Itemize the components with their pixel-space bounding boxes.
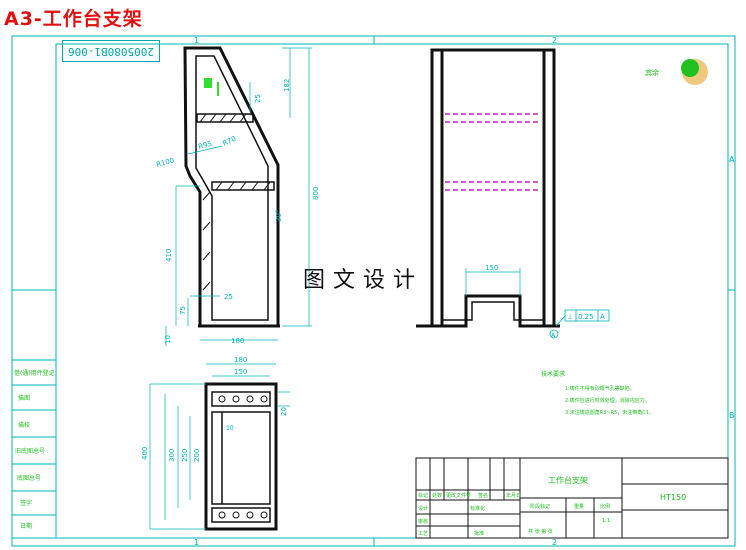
stamp-6: 描校 (18, 421, 30, 429)
dim-25a: 25 (254, 94, 262, 103)
zone-label-col1: 1 (194, 36, 199, 45)
tb-date: 年月日 (506, 492, 521, 499)
zone-label-rowA: A (729, 155, 735, 164)
tb-weight: 重量 (574, 503, 584, 510)
inner-frame (55, 43, 729, 539)
tb-sign: 签名 (478, 492, 488, 499)
tech-item-1: 1.铸件不得有砂眼气孔等缺陷。 (565, 385, 635, 392)
front-view: 182 25 R70 R95 R100 800 30° 410 25 75 10… (155, 46, 320, 346)
dim-410: 410 (165, 249, 173, 262)
dim-180a: 180 (231, 337, 244, 345)
stamp-2: 底图总号 (17, 474, 41, 482)
side-stamp-column: 借(通)用件登记 描图 描校 旧底图总号 底图总号 签字 日期 (11, 359, 57, 539)
dim-r70: R70 (221, 135, 237, 148)
tb-check: 审核 (418, 518, 428, 525)
zone-label-col2-bottom: 2 (552, 538, 557, 547)
tolerance-datum: A (600, 313, 605, 321)
dim-20: 20 (280, 407, 288, 416)
dim-182: 182 (283, 79, 291, 92)
tolerance-value: 0.25 (578, 313, 594, 321)
dim-180b: 180 (234, 356, 247, 364)
stamp-0: 借(通)用件登记 (14, 369, 55, 377)
dim-400: 400 (141, 447, 149, 460)
dim-25b: 25 (224, 293, 233, 301)
dim-75: 75 (179, 306, 187, 315)
dim-250: 250 (181, 449, 189, 462)
dim-10b: 10 (226, 425, 234, 432)
tb-sheet: 共 张 第 张 (528, 528, 553, 535)
dim-300: 300 (168, 449, 176, 462)
stamp-1: 旧底图总号 (15, 447, 45, 455)
stamp-5: 描图 (18, 394, 30, 402)
tb-stage: 阶段标记 (530, 503, 550, 510)
tb-scale-label: 比例 (600, 503, 610, 510)
top-view: 180 150 400 300 250 200 20 10 (141, 356, 290, 531)
tb-scale: 1:1 (602, 518, 610, 524)
title-block: 标记 处数 更改文件号 签名 年月日 设计 标准化 审核 工艺 批准 阶段标记 … (415, 457, 729, 539)
tb-part-name: 工作台支架 (548, 475, 588, 485)
side-view: 150 ⊥ 0.25 A A (416, 48, 610, 339)
zone-label-col2: 2 (552, 36, 557, 45)
drawing-title: A3-工作台支架 (4, 8, 143, 30)
watermark: 图文设计 (303, 268, 424, 293)
dim-r95: R95 (197, 140, 212, 151)
roughness-label: 其余 (645, 68, 659, 77)
tb-count: 处数 (432, 492, 442, 499)
dim-150b: 150 (234, 368, 247, 376)
dim-150a: 150 (485, 264, 498, 272)
tech-requirements: 技术要求 1.铸件不得有砂眼气孔等缺陷。 2.铸件应进行时效处理，消除内应力。 … (541, 370, 654, 416)
tech-item-2: 2.铸件应进行时效处理，消除内应力。 (565, 397, 650, 404)
stamp-3: 签字 (20, 499, 32, 507)
tb-process: 工艺 (418, 531, 428, 537)
dim-800: 800 (312, 187, 320, 200)
dim-30: 30° (275, 210, 283, 222)
tolerance-frame (564, 309, 610, 322)
datum-marker: A (551, 332, 556, 339)
tech-heading: 技术要求 (541, 370, 565, 378)
dim-200: 200 (193, 449, 201, 462)
dim-10: 10 (164, 335, 172, 344)
tb-std: 标准化 (470, 505, 485, 512)
dim-r100: R100 (155, 156, 175, 168)
stamp-4: 日期 (20, 522, 32, 530)
tolerance-symbol: ⊥ (567, 313, 573, 321)
tb-material: HT150 (660, 493, 686, 502)
tech-item-3: 3.未注铸造圆角R3~R5，未注倒角C1。 (565, 409, 654, 416)
tb-doc: 更改文件号 (446, 492, 471, 499)
roughness-symbol: 其余 (645, 59, 708, 85)
tb-design: 设计 (418, 505, 428, 512)
tb-mark: 标记 (418, 492, 428, 499)
zone-label-rowB: B (729, 411, 735, 420)
tb-approve: 批准 (474, 530, 484, 537)
zone-label-col1-bottom: 1 (194, 538, 199, 547)
